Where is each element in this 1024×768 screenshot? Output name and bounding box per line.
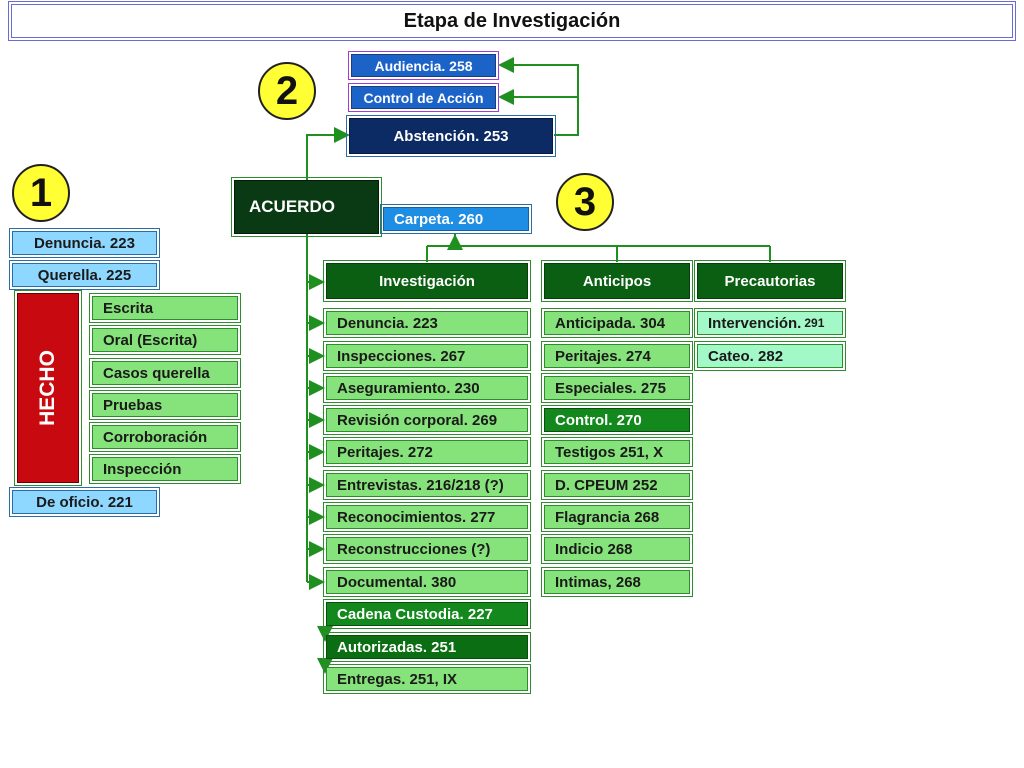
investigacion-item: Documental. 380 — [323, 567, 531, 597]
investigacion-item: Aseguramiento. 230 — [323, 373, 531, 403]
title-banner: Etapa de Investigación — [8, 1, 1016, 41]
hecho-item-corroboracion: Corroboración — [89, 422, 241, 452]
hecho-item-escrita: Escrita — [89, 293, 241, 323]
investigacion-item: Cadena Custodia. 227 — [323, 599, 531, 629]
anticipos-item: Indicio 268 — [541, 534, 693, 564]
header-precautorias: Precautorias — [694, 260, 846, 302]
header-anticipos: Anticipos — [541, 260, 693, 302]
precautorias-item-number: 291 — [804, 316, 825, 330]
investigacion-item: Reconstrucciones (?) — [323, 534, 531, 564]
hecho-item-inspeccion: Inspección — [89, 454, 241, 484]
carpeta-box: Carpeta. 260 — [380, 204, 532, 234]
anticipos-item: Peritajes. 274 — [541, 341, 693, 371]
header-investigacion: Investigación — [323, 260, 531, 302]
investigacion-item: Entrevistas. 216/218 (?) — [323, 470, 531, 500]
hecho-box: HECHO — [14, 290, 82, 486]
abstencion-box: Abstención. 253 — [346, 115, 556, 157]
hecho-label: HECHO — [36, 350, 59, 426]
investigacion-item: Denuncia. 223 — [323, 308, 531, 338]
step-circle-1: 1 — [12, 164, 70, 222]
acuerdo-box: ACUERDO — [231, 177, 382, 237]
line-abstencion-loop — [498, 57, 579, 136]
precautorias-item-cateo: Cateo. 282 — [694, 341, 846, 371]
investigacion-item: Reconocimientos. 277 — [323, 502, 531, 532]
anticipos-item: D. CPEUM 252 — [541, 470, 693, 500]
left-denuncia-box: Denuncia. 223 — [9, 228, 160, 258]
hecho-item-casos: Casos querella — [89, 358, 241, 388]
investigacion-item: Entregas. 251, IX — [323, 664, 531, 694]
investigacion-item: Inspecciones. 267 — [323, 341, 531, 371]
hecho-item-oral: Oral (Escrita) — [89, 325, 241, 355]
page-title: Etapa de Investigación — [403, 9, 621, 32]
left-de-oficio-box: De oficio. 221 — [9, 487, 160, 517]
investigacion-item: Peritajes. 272 — [323, 437, 531, 467]
step-circle-3: 3 — [556, 173, 614, 231]
anticipos-item: Testigos 251, X — [541, 437, 693, 467]
investigacion-item: Autorizadas. 251 — [323, 632, 531, 662]
line-acuerdo-abstencion — [306, 127, 350, 180]
anticipos-item: Flagrancia 268 — [541, 502, 693, 532]
precautorias-item-label: Intervención. — [708, 314, 802, 332]
anticipos-item: Intimas, 268 — [541, 567, 693, 597]
audiencia-box: Audiencia. 258 — [348, 51, 499, 80]
left-querella-box: Querella. 225 — [9, 260, 160, 290]
investigacion-item: Revisión corporal. 269 — [323, 405, 531, 435]
step-circle-2: 2 — [258, 62, 316, 120]
anticipos-item: Anticipada. 304 — [541, 308, 693, 338]
precautorias-item-intervencion: Intervención.291 — [694, 308, 846, 338]
anticipos-item: Control. 270 — [541, 405, 693, 435]
line-carpeta-tree — [426, 233, 771, 262]
control-accion-box: Control de Acción — [348, 83, 499, 112]
anticipos-item: Especiales. 275 — [541, 373, 693, 403]
hecho-item-pruebas: Pruebas — [89, 390, 241, 420]
